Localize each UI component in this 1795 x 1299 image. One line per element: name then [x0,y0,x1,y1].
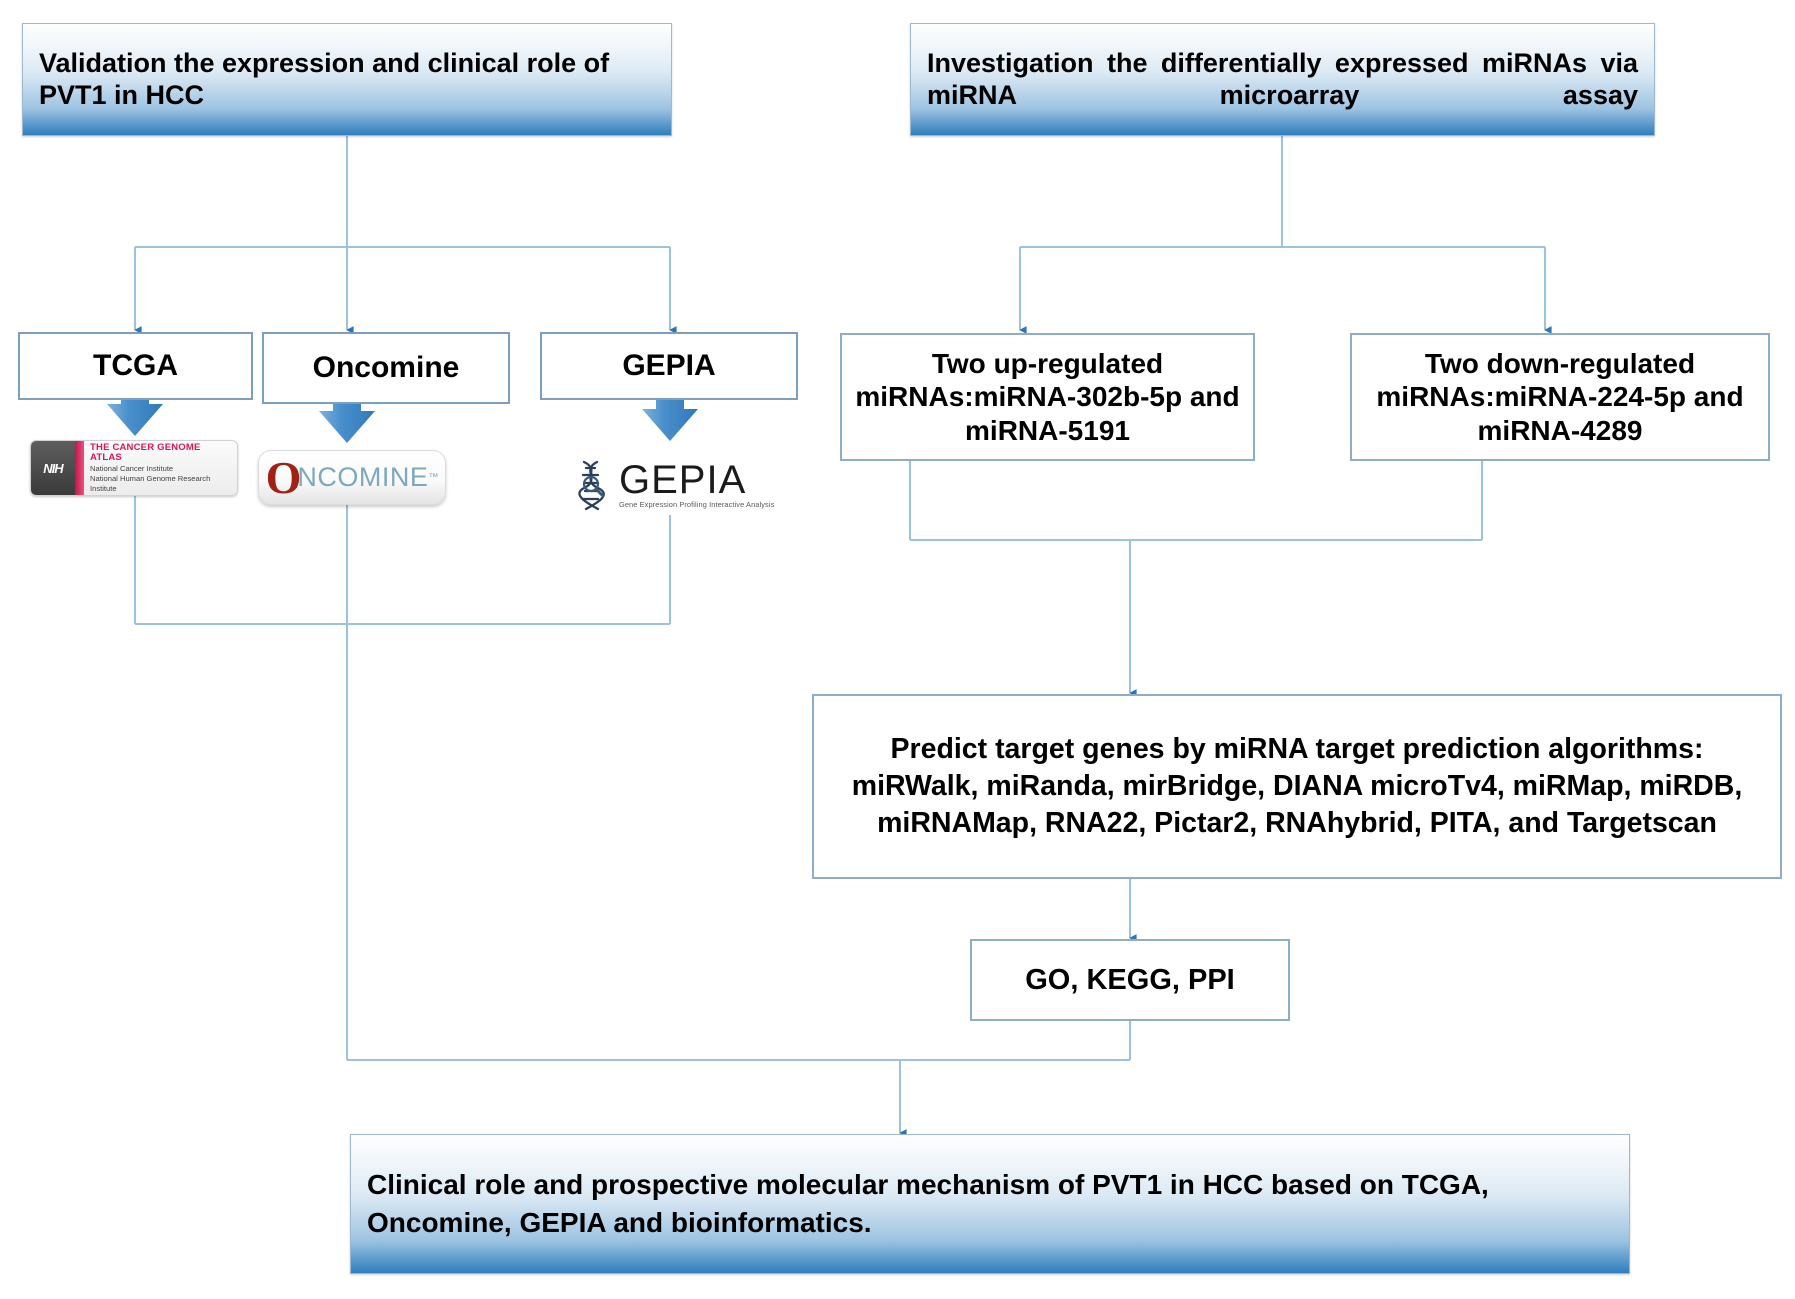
node-predict-target-genes[interactable]: Predict target genes by miRNA target pre… [812,694,1782,879]
node-oncomine[interactable]: Oncomine [262,332,510,404]
node-investigation-header[interactable]: Investigation the differentially express… [910,23,1655,136]
oncomine-trademark-icon: ™ [428,472,439,483]
nih-mark-icon: NIH [31,441,75,495]
gepia-subtitle: Gene Expression Profiling Interactive An… [619,500,775,509]
investigation-header-text: Investigation the differentially express… [927,47,1638,110]
node-gepia[interactable]: GEPIA [540,332,798,400]
tcga-logo-title: THE CANCER GENOME ATLAS [90,441,201,464]
predict-targets-text: Predict target genes by miRNA target pre… [851,732,1743,840]
node-enrichment-analysis[interactable]: GO, KEGG, PPI [970,939,1290,1021]
node-tcga[interactable]: TCGA [18,332,253,400]
tcga-swoosh-icon [75,441,84,495]
gepia-label: GEPIA [622,349,716,383]
tcga-logo: NIH THE CANCER GENOME ATLAS National Can… [30,440,238,496]
node-up-regulated-mirnas[interactable]: Two up-regulated miRNAs:miRNA-302b-5p an… [840,333,1255,461]
enrichment-text: GO, KEGG, PPI [1025,963,1235,996]
up-regulated-text: Two up-regulated miRNAs:miRNA-302b-5p an… [855,348,1240,446]
dna-helix-icon [578,460,605,511]
oncomine-wordmark: NCOMINE [297,462,429,492]
validation-header-text: Validation the expression and clinical r… [39,47,610,110]
tcga-label: TCGA [93,349,178,383]
tcga-logo-line1: National Cancer Institute [90,463,174,473]
conclusion-text: Clinical role and prospective molecular … [367,1169,1489,1238]
gepia-logo: GEPIA Gene Expression Profiling Interact… [575,456,785,514]
node-down-regulated-mirnas[interactable]: Two down-regulated miRNAs:miRNA-224-5p a… [1350,333,1770,461]
gepia-logo-text: GEPIA Gene Expression Profiling Interact… [619,458,775,509]
oncomine-o-icon: O [265,451,302,503]
gepia-wordmark: GEPIA [619,458,747,502]
tcga-logo-text: THE CANCER GENOME ATLAS National Cancer … [84,441,237,495]
oncomine-label: Oncomine [312,351,460,385]
node-conclusion[interactable]: Clinical role and prospective molecular … [350,1134,1630,1274]
tcga-logo-line2: National Human Genome Research Institute [90,473,211,494]
node-validation-header[interactable]: Validation the expression and clinical r… [22,23,672,136]
down-regulated-text: Two down-regulated miRNAs:miRNA-224-5p a… [1376,348,1744,446]
